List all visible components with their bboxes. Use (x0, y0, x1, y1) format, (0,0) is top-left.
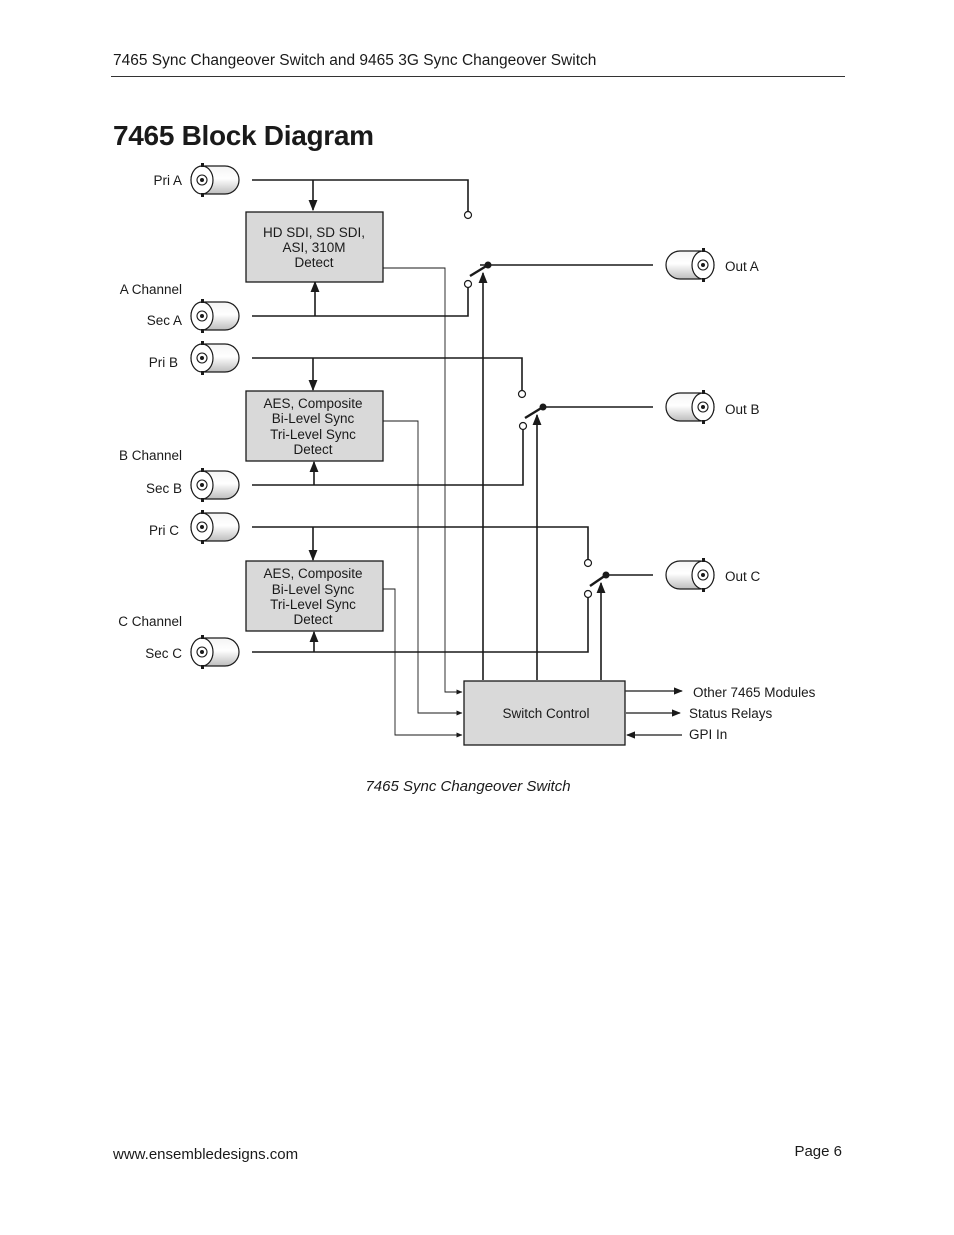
input-label-sec-c: Sec C (145, 646, 182, 661)
input-label-sec-b: Sec B (146, 481, 182, 496)
switch-c (583, 558, 610, 599)
switch-pivot-icon (539, 403, 547, 411)
other-modules-label: Other 7465 Modules (693, 685, 816, 700)
signal-wires (252, 179, 653, 680)
output-labels: Out A Out B Out C (725, 259, 761, 584)
bnc-connector-icon (190, 163, 240, 197)
switch-blade-icon (469, 263, 489, 278)
output-label-out-b: Out B (725, 402, 760, 417)
detect-box-c-line: AES, Composite (263, 566, 362, 581)
switch-control-box: Switch Control (463, 680, 626, 746)
detect-box-c: AES, Composite Bi-Level Sync Tri-Level S… (245, 560, 384, 632)
switch-contact-icon (583, 589, 593, 599)
switch-pivot-icon (602, 571, 610, 579)
control-io-wires (617, 687, 683, 739)
detect-box-a-line: HD SDI, SD SDI, (263, 225, 365, 240)
bnc-connector-icon (190, 299, 240, 333)
detect-box-a-line: ASI, 310M (282, 240, 345, 255)
channel-label-c: C Channel (118, 614, 182, 629)
detect-box-c-line: Detect (293, 612, 332, 627)
detect-box-a-line: Detect (294, 255, 333, 270)
detect-box-c-line: Tri-Level Sync (270, 597, 356, 612)
detect-wires (383, 267, 463, 738)
footer-url: www.ensembledesigns.com (113, 1146, 299, 1163)
detect-box-b-line: AES, Composite (263, 396, 362, 411)
switch-contact-icon (463, 210, 473, 220)
bnc-connectors (190, 163, 715, 669)
detect-box-a: HD SDI, SD SDI, ASI, 310M Detect (245, 211, 384, 283)
switch-contact-icon (518, 421, 528, 431)
channel-label-a: A Channel (120, 282, 182, 297)
running-header: 7465 Sync Changeover Switch and 9465 3G … (113, 52, 597, 69)
control-io-labels: Other 7465 Modules Status Relays GPI In (689, 685, 816, 742)
bnc-connector-icon (665, 558, 715, 592)
switch-a (463, 210, 492, 289)
figure-caption: 7465 Sync Changeover Switch (365, 778, 571, 795)
bnc-connector-icon (190, 341, 240, 375)
switch-pivot-icon (484, 261, 492, 269)
switch-b (517, 389, 547, 431)
page-number: Page 6 (794, 1143, 842, 1160)
detect-box-b-line: Detect (293, 442, 332, 457)
switch-control-label: Switch Control (502, 706, 589, 721)
input-label-pri-a: Pri A (153, 173, 182, 188)
detect-box-b-line: Bi-Level Sync (272, 411, 355, 426)
detect-box-b: AES, Composite Bi-Level Sync Tri-Level S… (245, 390, 384, 462)
switch-contact-icon (517, 389, 527, 399)
input-label-pri-b: Pri B (149, 355, 178, 370)
detect-box-b-line: Tri-Level Sync (270, 427, 356, 442)
bnc-connector-icon (190, 510, 240, 544)
gpi-in-label: GPI In (689, 727, 727, 742)
bnc-connector-icon (665, 390, 715, 424)
channel-label-b: B Channel (119, 448, 182, 463)
output-label-out-a: Out A (725, 259, 759, 274)
detect-box-c-line: Bi-Level Sync (272, 582, 355, 597)
input-label-pri-c: Pri C (149, 523, 179, 538)
bnc-connector-icon (190, 468, 240, 502)
switch-blade-icon (524, 405, 544, 420)
header-rule (111, 76, 845, 77)
switch-contact-icon (583, 558, 593, 568)
input-labels: Pri A A Channel Sec A Pri B B Channel Se… (118, 173, 182, 661)
status-relays-label: Status Relays (689, 706, 773, 721)
input-label-sec-a: Sec A (147, 313, 182, 328)
bnc-connector-icon (665, 248, 715, 282)
page-title: 7465 Block Diagram (113, 120, 374, 151)
bnc-connector-icon (190, 635, 240, 669)
output-label-out-c: Out C (725, 569, 761, 584)
switch-contact-icon (463, 279, 473, 289)
